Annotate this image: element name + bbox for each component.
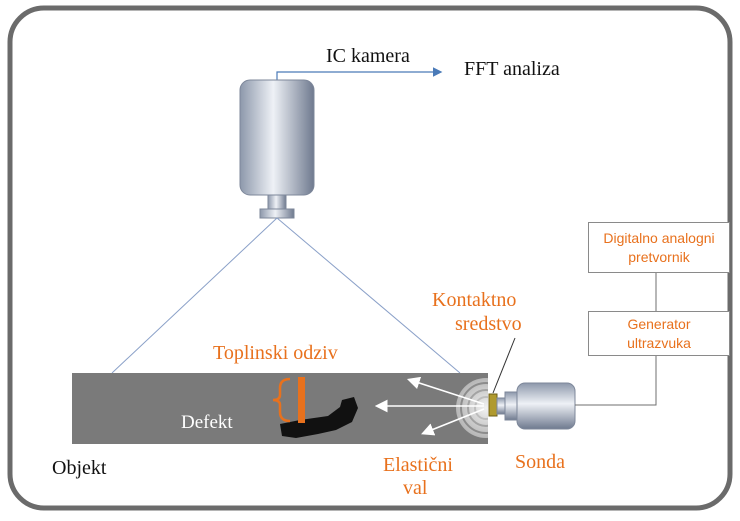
thermal-bar bbox=[298, 377, 305, 423]
fft-label: FFT analiza bbox=[464, 58, 560, 80]
elastic-wave-arrows bbox=[374, 376, 485, 436]
signal-wires bbox=[575, 273, 657, 406]
camera-label: IC kamera bbox=[326, 45, 410, 67]
contact-medium-label-line2: sredstvo bbox=[455, 313, 522, 335]
elastic-wave-label-line1: Elastični bbox=[383, 454, 453, 476]
thermal-response-label: Toplinski odziv bbox=[213, 342, 338, 364]
converter-box: Digitalno analogni pretvornik bbox=[588, 222, 730, 273]
converter-label-line2: pretvornik bbox=[628, 248, 690, 265]
defect-label: Defekt bbox=[181, 412, 233, 433]
contact-medium-label-line1: Kontaktno bbox=[432, 289, 517, 311]
view-line-left bbox=[111, 217, 278, 374]
contact-medium-leader bbox=[492, 337, 516, 394]
object-label: Objekt bbox=[52, 457, 107, 479]
view-line-right bbox=[276, 217, 461, 374]
generator-label-line2: ultrazvuka bbox=[627, 334, 691, 351]
generator-box: Generator ultrazvuka bbox=[588, 311, 730, 356]
ultrasonic-probe bbox=[488, 382, 576, 430]
thermal-brace bbox=[272, 377, 291, 423]
signal-arrow bbox=[276, 67, 443, 80]
elastic-wave-label-line2: val bbox=[403, 477, 428, 499]
defect-shape bbox=[280, 397, 358, 438]
outer-frame bbox=[7, 5, 733, 511]
generator-label-line1: Generator bbox=[627, 315, 691, 332]
ir-camera bbox=[239, 79, 315, 219]
converter-label-line1: Digitalno analogni bbox=[603, 229, 715, 246]
probe-label: Sonda bbox=[515, 451, 565, 473]
